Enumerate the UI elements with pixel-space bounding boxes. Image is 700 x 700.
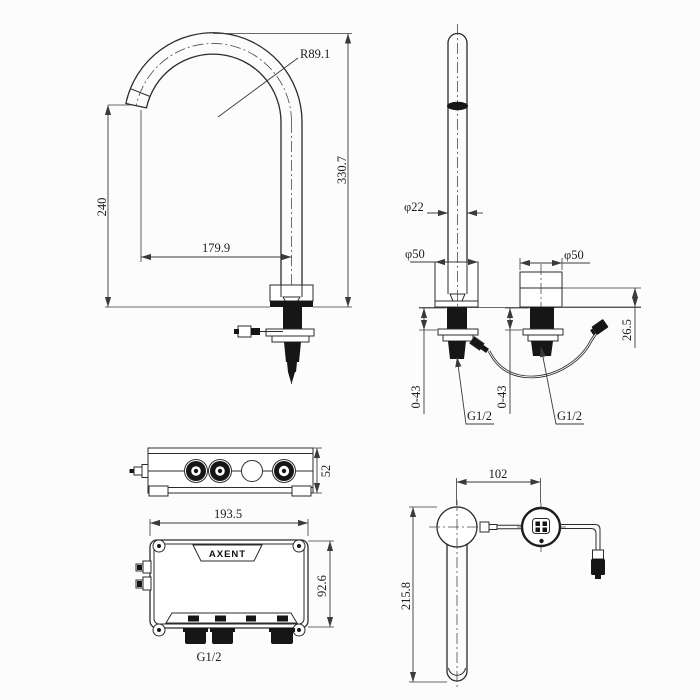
dim-reach: 179.9	[202, 241, 230, 255]
cable-plug-tip	[234, 329, 239, 334]
dim-sensor-base-height: 26.5	[620, 319, 634, 341]
brand-label: AXENT	[209, 549, 246, 560]
dim-overall-length: 215.8	[399, 582, 413, 610]
port-2	[208, 459, 232, 483]
plan-view: 102 215.8	[399, 467, 605, 688]
front-centerlines	[457, 24, 542, 362]
dim-box-depth: 52	[319, 465, 333, 478]
side-plug-neck	[141, 464, 149, 478]
port-1	[184, 459, 208, 483]
dim-center-distance: 102	[489, 467, 508, 481]
right-shank	[530, 307, 554, 329]
plan-centerlines	[429, 500, 567, 688]
left-flange-lower	[442, 334, 474, 342]
port-3	[241, 460, 263, 482]
right-flange-lower	[527, 334, 559, 342]
dim-right-deck-thickness: 0-43	[495, 386, 509, 409]
shank-lower	[284, 342, 301, 362]
spout-base	[434, 261, 479, 308]
dim-outlet-height: 240	[95, 198, 109, 217]
dim-right-base-diameter: φ50	[564, 248, 584, 262]
dim-radius: R89.1	[300, 47, 330, 61]
box-inner-outline	[153, 543, 305, 625]
left-flange-upper	[437, 328, 479, 336]
cable-plug-body	[237, 325, 252, 338]
side-plug-pin	[129, 469, 134, 473]
box-side-connectors	[135, 560, 152, 591]
label-box-thread: G1/2	[197, 650, 222, 664]
dim-spout-diameter: φ22	[404, 200, 424, 214]
side-plug-body	[133, 466, 143, 476]
corner-screws	[152, 539, 306, 637]
dim-box-height: 92.6	[315, 575, 329, 597]
sensor-led-dot	[539, 538, 544, 544]
brand-badge	[192, 544, 263, 562]
box-foot-left	[148, 485, 169, 497]
left-cable-plug	[469, 336, 489, 353]
spout-outlet-mark	[447, 101, 468, 111]
terminal-tabs	[188, 615, 288, 622]
box-front-view: 193.5 AXENT	[135, 507, 334, 664]
flange-plate-upper	[265, 328, 315, 337]
base-trim-band	[270, 301, 313, 307]
rod-tip	[288, 372, 295, 384]
base-block	[269, 284, 314, 302]
cable-plug-neck	[251, 328, 260, 335]
spout-tube	[447, 32, 468, 263]
sensor-cable-inner	[488, 331, 598, 378]
radius-leader	[217, 57, 299, 118]
sensor-window-cells	[535, 521, 547, 532]
box-width-ext	[149, 519, 309, 536]
wire-left	[497, 524, 522, 530]
flange-plate-lower	[271, 335, 310, 343]
sensor-puck	[520, 506, 562, 548]
mounting-shank	[283, 307, 302, 329]
wire-right	[560, 524, 601, 550]
inlet-connectors	[183, 628, 295, 644]
threaded-rod	[287, 362, 297, 372]
sensor-window	[532, 518, 550, 534]
box-foot-right	[291, 485, 312, 497]
front-view: φ22 φ50 φ50 26.5 0-43 0-43 G1/2 G1/2	[404, 24, 641, 425]
spout-nipple-neck	[488, 524, 498, 530]
left-thread-leader	[455, 356, 494, 425]
box-top-view: 52	[129, 447, 333, 497]
box-top-edges	[148, 453, 313, 488]
left-shank	[447, 307, 467, 329]
port-4	[272, 459, 296, 483]
side-view: R89.1 330.7 240 179.9	[95, 32, 352, 384]
left-shank-lower	[448, 341, 466, 359]
cable-end-plug	[590, 319, 609, 336]
dim-total-height: 330.7	[335, 156, 349, 184]
ext-lines	[105, 33, 352, 308]
dim-left-base-diameter: φ50	[405, 247, 425, 261]
spout-nipple	[479, 521, 490, 533]
label-right-thread: G1/2	[557, 409, 582, 423]
plan-cable-plug	[591, 549, 605, 579]
dim-left-deck-thickness: 0-43	[409, 386, 423, 409]
right-thread-leader	[539, 346, 584, 425]
label-left-thread: G1/2	[467, 409, 492, 423]
dim-box-width: 193.5	[214, 507, 242, 521]
right-flange-upper	[522, 328, 564, 336]
spout-base-detail	[435, 262, 478, 302]
